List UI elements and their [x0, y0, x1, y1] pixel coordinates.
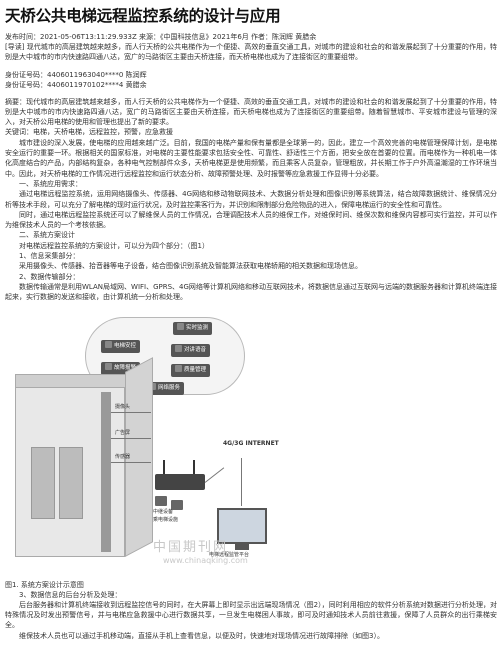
section-heading: 一、系统应用需求： — [19, 179, 82, 188]
abstract: 摘要：现代城市的高层建筑越来越多，而人行天桥的公共电梯作为一个便捷、高效的垂直交… — [5, 97, 497, 127]
body-paragraph: 城市建设的深入发展，使电梯的应用越来越广泛。目前，我国的电梯产量和保有量都是全球… — [5, 138, 497, 178]
watermark-cn: 中国期刊网 — [153, 539, 229, 555]
platform-label: 电梯远程监管平台 — [209, 551, 250, 558]
chip-quality-management: 质量管理 — [171, 363, 211, 377]
router-device — [155, 459, 205, 490]
alarm-icon — [105, 362, 112, 370]
article-title: 天桥公共电梯远程监控系统的设计与应用 — [5, 7, 281, 25]
elevator-door-left — [31, 446, 55, 519]
body-paragraph: 数据传输通常是利用WLAN局域网、WIFI、GPRS、4G网络等计算机网络和移动… — [5, 282, 497, 302]
body-paragraph: 采用摄像头、传感器、拾音器等电子设备，结合图像识别系统及智能算法获取电梯轿厢的相… — [19, 262, 362, 271]
chip-intercom: 对讲语音 — [171, 343, 211, 357]
figure-caption: 图1. 系统方案设计示意图 — [5, 580, 84, 589]
chart-icon — [175, 364, 182, 372]
id-line-2: 身份证号码：4406011970102****4 黄腊余 — [5, 80, 147, 89]
watermark-url: www.chinaqking.com — [163, 555, 248, 565]
relay-device-icon — [155, 495, 167, 506]
body-paragraph: 同时，通过电梯远程监控系统还可以了解维保人员的工作情况，合理调配技术人员的维保工… — [5, 210, 497, 230]
chip-elevator-control: 电梯安控 — [101, 339, 141, 353]
system-diagram-figure: 实时监测 电梯安控 对讲语音 故障报警 质量管理 网络服务 摄像头 广告屏 传感… — [5, 311, 300, 574]
body-paragraph: 维保技术人员也可以通过手机移动端，直接从手机上查看信息，以便及时，快速地对现场情… — [19, 631, 384, 640]
device-label: 乘电梯设施 — [153, 516, 179, 523]
body-paragraph: 后台服务器和计算机终端接收到远程监控信号的同时，在大屏幕上即时显示出远端现场情况… — [5, 600, 497, 630]
control-icon — [105, 340, 112, 348]
device-label: 中继设备 — [153, 508, 174, 515]
relay-device-icon — [171, 499, 183, 510]
publish-meta: 发布时间：2021-05-06T13:11:29.933Z 来源：《中国科技信息… — [5, 33, 317, 41]
ad-screen-label: 广告屏 — [115, 429, 131, 436]
subsection-heading: 3、数据信息的后台分析及处理： — [19, 590, 122, 599]
camera-label: 摄像头 — [115, 403, 131, 410]
monitor-icon — [217, 507, 267, 544]
monitor-stand — [235, 543, 249, 550]
article-guide: [导读] 现代城市的高层建筑越来越多，而人行天桥的公共电梯作为一个便捷、高效的垂… — [5, 43, 497, 62]
elevator-shaft — [101, 391, 111, 552]
keywords: 关键词：电梯，天桥电梯，远程监控，预警，应急救援 — [5, 128, 173, 137]
speaker-icon — [175, 344, 182, 352]
section-heading: 二、系统方案设计 — [19, 231, 75, 240]
monitor-icon — [177, 322, 184, 330]
subsection-heading: 2、数据传输部分： — [19, 272, 80, 281]
elevator-door-right — [59, 446, 83, 519]
subsection-heading: 1、信息采集部分： — [19, 252, 80, 261]
internet-label: 4G/3G INTERNET — [223, 439, 279, 447]
body-paragraph: 对电梯远程监控系统的方案设计，可以分为四个部分：（图1） — [19, 241, 209, 250]
id-line-1: 身份证号码：4406011963040****0 陈润辉 — [5, 70, 147, 79]
body-paragraph: 通过电梯远程监控系统，运用网络摄像头、传感器、4G网络和移动物联网技术、大数据分… — [5, 190, 497, 209]
sensor-label: 传感器 — [115, 453, 131, 460]
chip-realtime-monitor: 实时监测 — [173, 321, 213, 335]
